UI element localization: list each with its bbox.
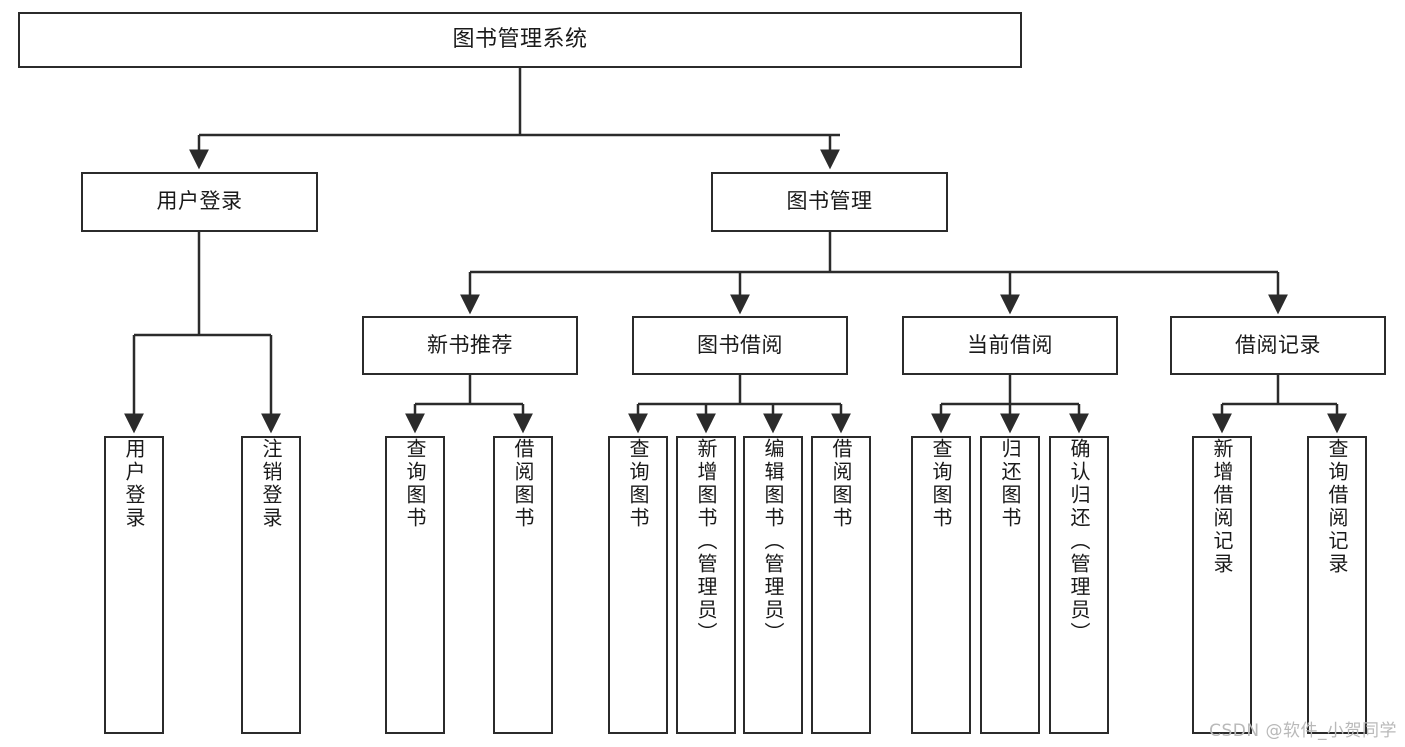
- node-borrow-records[interactable]: 借阅记录: [1170, 316, 1386, 375]
- leaf-user-login-label: 用户登录: [122, 438, 146, 530]
- leaf-new-book-borrow-label: 借阅图书: [511, 438, 535, 530]
- node-borrow-records-label: 借阅记录: [1235, 332, 1321, 357]
- leaf-new-book-query-label: 查询图书: [403, 438, 427, 530]
- leaf-logout[interactable]: 注销登录: [241, 436, 301, 734]
- node-book-management[interactable]: 图书管理: [711, 172, 948, 232]
- node-new-book-recommend[interactable]: 新书推荐: [362, 316, 578, 375]
- leaf-query-borrow-record-label: 查询借阅记录: [1325, 438, 1349, 576]
- node-user-login[interactable]: 用户登录: [81, 172, 318, 232]
- leaf-edit-book-admin[interactable]: 编辑图书（管理员）: [743, 436, 803, 734]
- leaf-add-book-admin-label: 新增图书（管理员）: [694, 438, 718, 645]
- leaf-add-book-admin[interactable]: 新增图书（管理员）: [676, 436, 736, 734]
- node-book-borrow-label: 图书借阅: [697, 332, 783, 357]
- leaf-confirm-return-admin[interactable]: 确认归还（管理员）: [1049, 436, 1109, 734]
- leaf-return-book-label: 归还图书: [998, 438, 1022, 530]
- node-user-login-label: 用户登录: [156, 189, 243, 214]
- node-new-book-recommend-label: 新书推荐: [427, 332, 513, 357]
- leaf-query-borrow-record[interactable]: 查询借阅记录: [1307, 436, 1367, 734]
- node-root[interactable]: 图书管理系统: [18, 12, 1022, 68]
- leaf-return-book[interactable]: 归还图书: [980, 436, 1040, 734]
- leaf-edit-book-admin-label: 编辑图书（管理员）: [761, 438, 785, 645]
- node-root-label: 图书管理系统: [452, 26, 588, 52]
- leaf-confirm-return-admin-label: 确认归还（管理员）: [1067, 438, 1091, 645]
- node-book-borrow[interactable]: 图书借阅: [632, 316, 848, 375]
- leaf-logout-label: 注销登录: [259, 438, 283, 530]
- node-current-borrow[interactable]: 当前借阅: [902, 316, 1118, 375]
- node-book-management-label: 图书管理: [786, 189, 873, 214]
- leaf-new-book-query[interactable]: 查询图书: [385, 436, 445, 734]
- leaf-current-query-book-label: 查询图书: [929, 438, 953, 530]
- leaf-add-borrow-record-label: 新增借阅记录: [1210, 438, 1234, 576]
- leaf-borrow-query-book[interactable]: 查询图书: [608, 436, 668, 734]
- leaf-user-login[interactable]: 用户登录: [104, 436, 164, 734]
- csdn-watermark: CSDN @软件_小贺同学: [1209, 721, 1397, 741]
- node-current-borrow-label: 当前借阅: [967, 332, 1053, 357]
- leaf-borrow-book[interactable]: 借阅图书: [811, 436, 871, 734]
- leaf-borrow-book-label: 借阅图书: [829, 438, 853, 530]
- leaf-add-borrow-record[interactable]: 新增借阅记录: [1192, 436, 1252, 734]
- leaf-new-book-borrow[interactable]: 借阅图书: [493, 436, 553, 734]
- leaf-borrow-query-book-label: 查询图书: [626, 438, 650, 530]
- leaf-current-query-book[interactable]: 查询图书: [911, 436, 971, 734]
